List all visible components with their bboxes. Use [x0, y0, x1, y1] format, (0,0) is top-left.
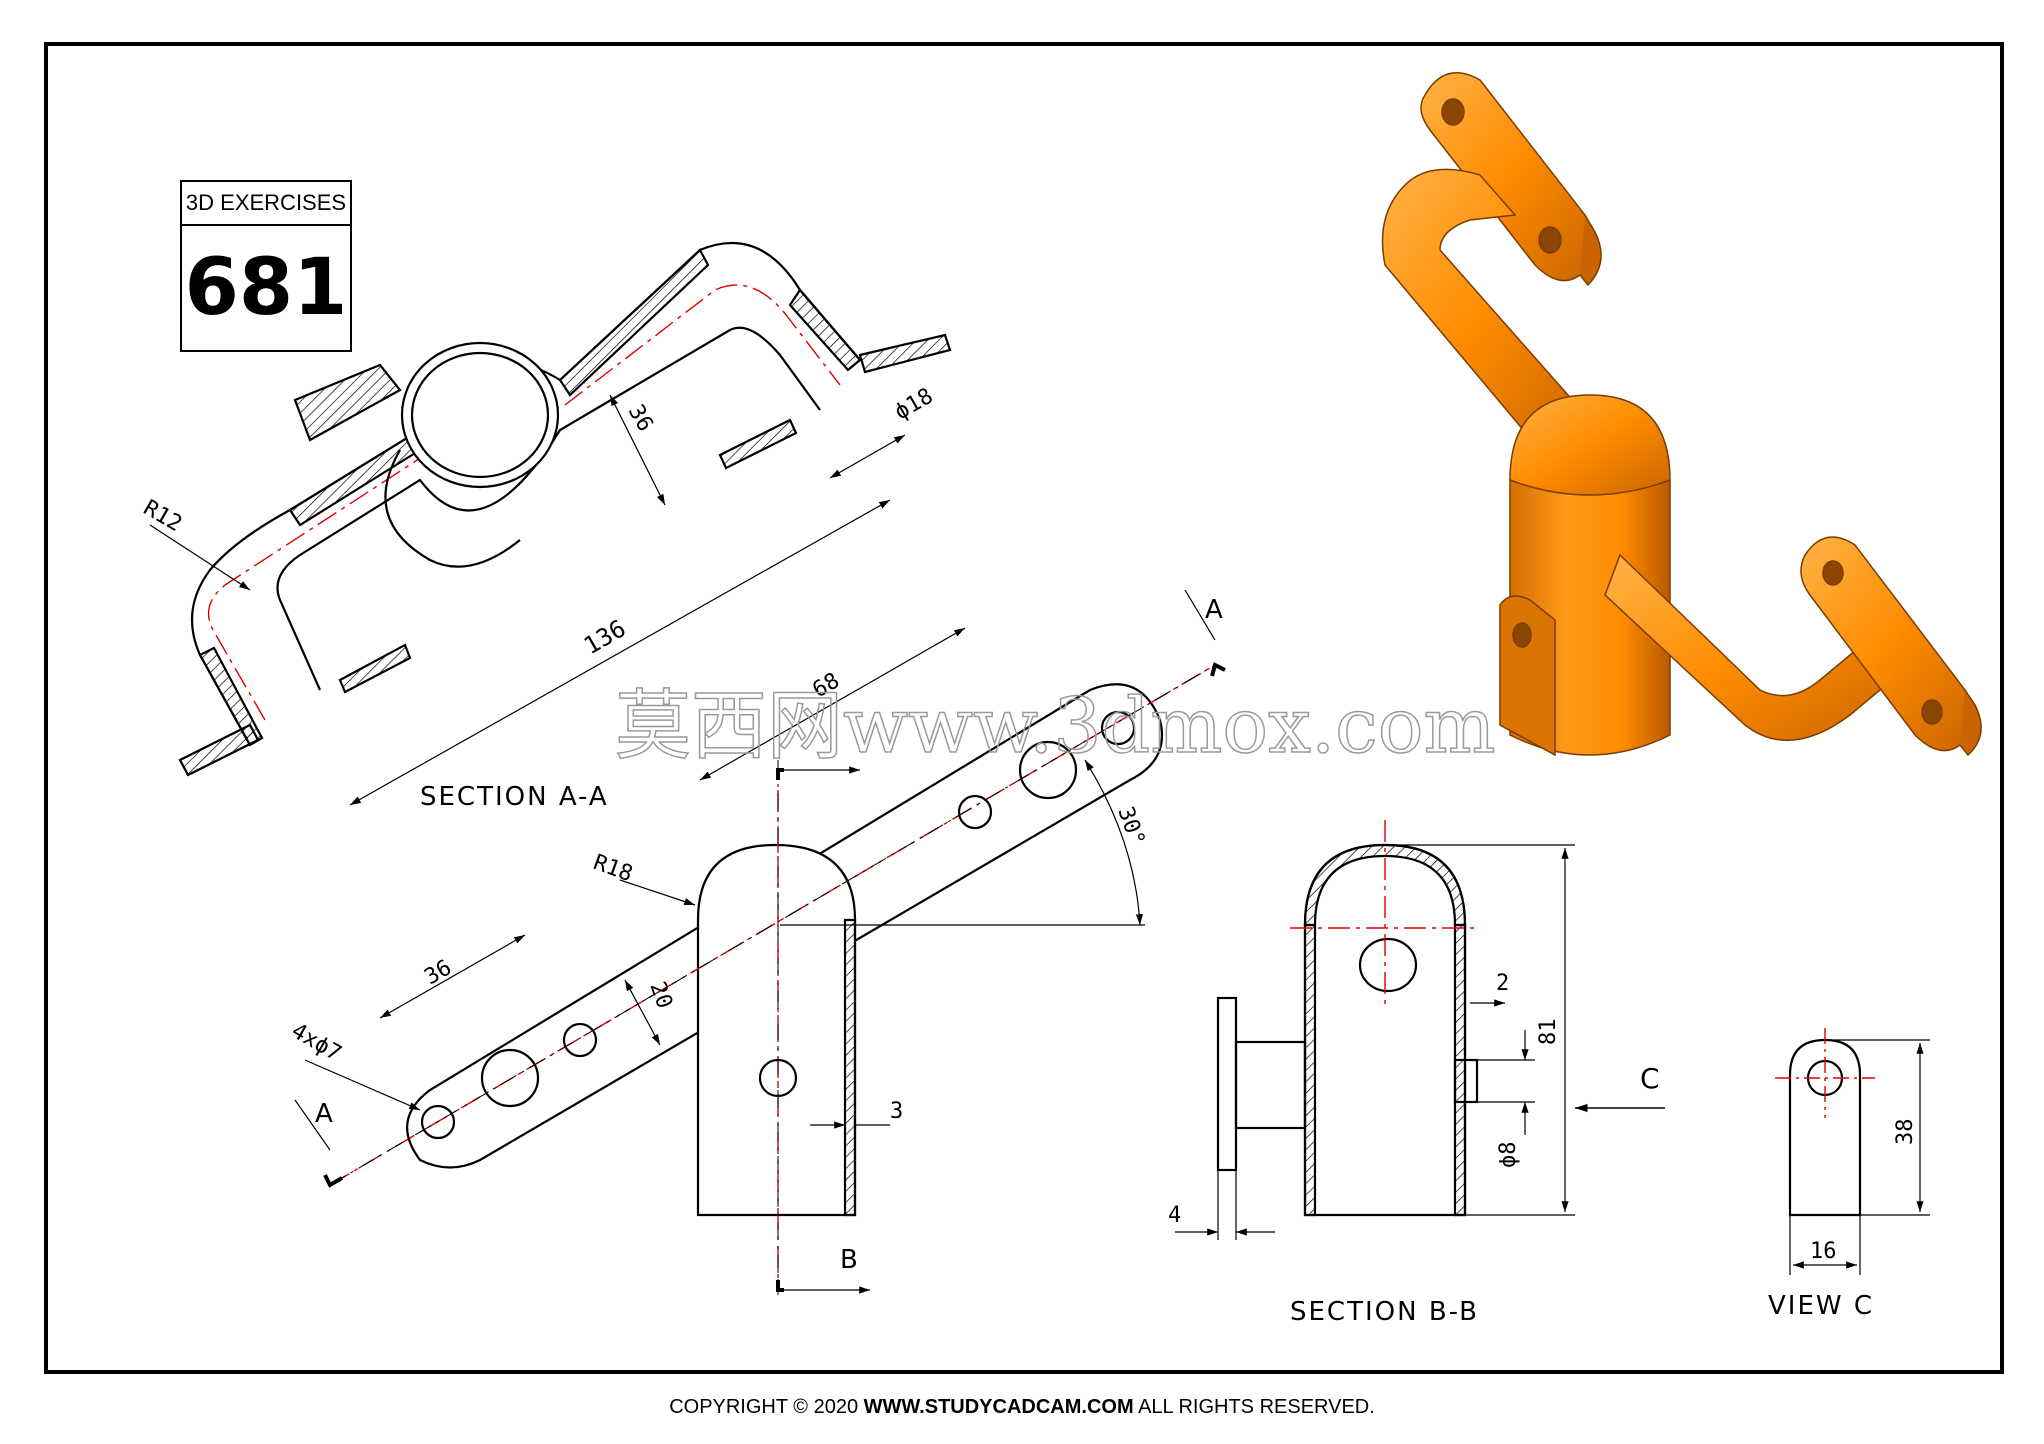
drawing-frame [44, 42, 2004, 1374]
dim-2: 2 [1496, 971, 1509, 996]
view-c [1775, 1028, 1930, 1275]
front-view [294, 589, 1226, 1295]
label-section-aa: SECTION A-A [420, 782, 609, 812]
section-aa-outer-wall [190, 242, 861, 746]
footer-prefix: COPYRIGHT © 2020 [669, 1396, 859, 1418]
front-view-housing [696, 843, 857, 1217]
dim-81: 81 [1536, 1019, 1561, 1046]
dim-136: 136 [579, 614, 631, 660]
dim-4: 4 [1168, 1203, 1181, 1228]
copyright-footer: COPYRIGHT © 2020 WWW.STUDYCADCAM.COM ALL… [0, 1396, 2044, 1419]
label-view-c: VIEW C [1768, 1291, 1874, 1321]
label-cut-a-bottom: A [315, 1099, 335, 1129]
dim-36-bottom: 36 [421, 955, 456, 990]
dim-r12: R12 [139, 496, 186, 538]
watermark-text: 莫西网www.3dmox.com [615, 681, 1496, 770]
label-section-bb: SECTION B-B [1290, 1297, 1479, 1327]
dim-38: 38 [1893, 1119, 1918, 1146]
isometric-3d-model [1381, 72, 1982, 757]
footer-site-link[interactable]: WWW.STUDYCADCAM.COM [863, 1396, 1134, 1418]
section-bb-view [1175, 820, 1665, 1240]
dim-angle-30: 30° [1112, 804, 1149, 850]
label-cut-a-top: A [1205, 595, 1225, 625]
section-aa-view [149, 242, 952, 806]
dim-holes: 4xϕ7 [287, 1019, 345, 1067]
title-block-label: 3D EXERCISES [182, 182, 350, 226]
section-aa-flange-left [178, 723, 260, 777]
dim-r18: R18 [590, 850, 636, 887]
dim-3: 3 [890, 1099, 903, 1124]
dim-phi18: ϕ18 [891, 384, 938, 426]
dim-phi8: ϕ8 [1496, 1142, 1521, 1169]
label-cut-b: B [840, 1245, 860, 1275]
dim-16: 16 [1810, 1239, 1837, 1264]
section-aa-flange-right [858, 333, 952, 374]
label-view-c-arrow: C [1640, 1062, 1662, 1095]
exercise-number: 681 [184, 243, 348, 333]
footer-suffix: ALL RIGHTS RESERVED. [1138, 1396, 1375, 1418]
title-block: 3D EXERCISES 681 [180, 180, 352, 352]
